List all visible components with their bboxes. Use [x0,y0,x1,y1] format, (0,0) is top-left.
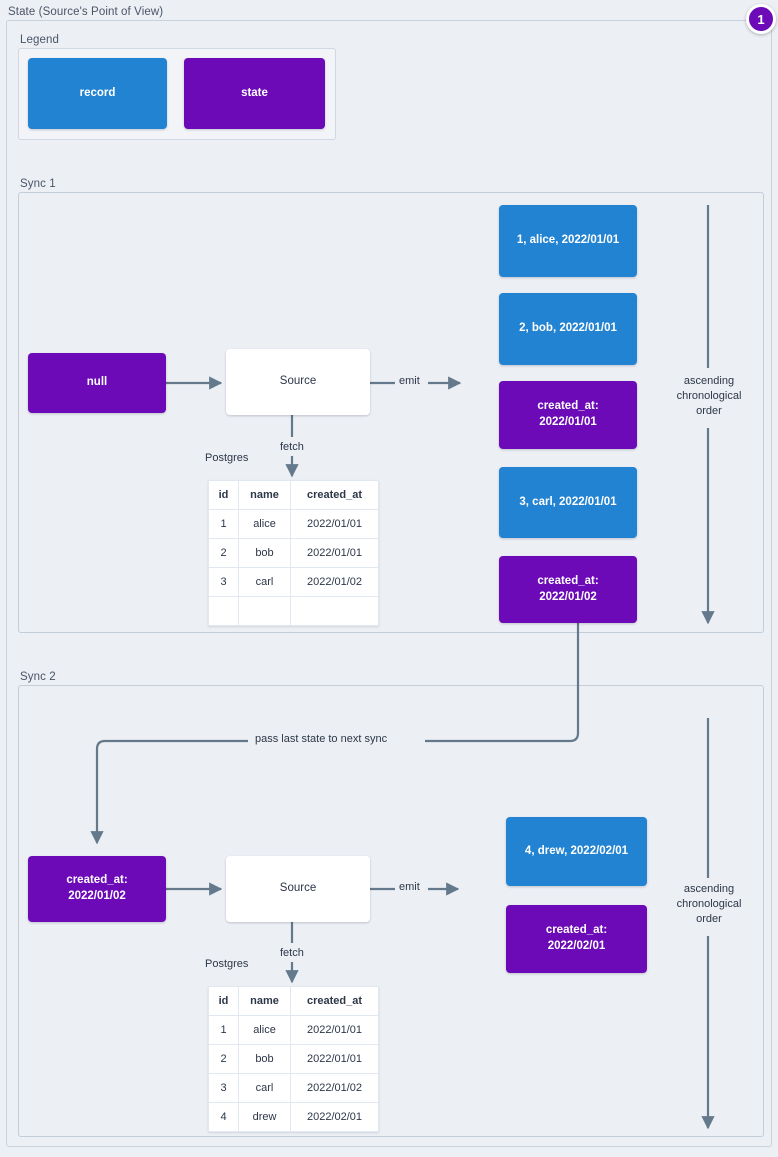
sync1-emitted-record-3-label: 3, carl, 2022/01/01 [519,495,617,508]
sync1-r1-name: bob [238,538,291,568]
step-badge: 1 [746,4,776,34]
sync2-table: id name created_at 1 alice 2022/01/01 2 … [208,986,379,1132]
sync2-fetch-label: fetch [277,947,307,959]
table-row: 1 alice 2022/01/01 [208,1015,379,1045]
sync2-r1-name: bob [238,1044,291,1074]
sync2-r0-id: 1 [208,1015,239,1045]
sync1-db-label: Postgres [205,452,249,464]
sync2-table-header-row: id name created_at [208,986,379,1016]
legend-item-state: state [184,58,325,129]
sync1-th-created-at: created_at [290,480,379,510]
sync2-r0-name: alice [238,1015,291,1045]
sync1-order-label: ascending chronological order [664,372,754,421]
sync2-emitted-record-1: 4, drew, 2022/02/01 [506,817,647,886]
sync1-r3-created-at [290,596,379,626]
sync1-emitted-record-1: 1, alice, 2022/01/01 [499,205,637,277]
table-row: 3 carl 2022/01/02 [208,1073,379,1103]
table-row: 4 drew 2022/02/01 [208,1102,379,1132]
sync1-emit-label: emit [396,375,423,387]
sync1-source: Source [226,349,370,415]
sync1-th-id: id [208,480,239,510]
sync1-order-label-line1: ascending [683,375,735,387]
sync1-frame [18,192,764,633]
legend-label: Legend [20,34,59,46]
sync2-th-created-at: created_at [290,986,379,1016]
sync2-order-label-line3: order [696,912,722,925]
table-row: 2 bob 2022/01/01 [208,1044,379,1074]
sync2-th-name: name [238,986,291,1016]
diagram-frame [6,20,772,1147]
sync2-order-label-line1: ascending [683,883,735,895]
sync1-emitted-state-2: created_at: 2022/01/02 [499,556,637,623]
sync1-emitted-state-1: created_at: 2022/01/01 [499,381,637,449]
sync1-emitted-state-1-line1: created_at: [537,400,599,413]
sync1-emitted-state-2-line1: created_at: [537,574,599,587]
sync1-r0-id: 1 [208,509,239,539]
table-row [208,596,379,626]
legend-item-record: record [28,58,167,129]
sync1-source-label: Source [279,375,317,388]
sync2-r2-id: 3 [208,1073,239,1103]
sync2-r2-name: carl [238,1073,291,1103]
table-row: 2 bob 2022/01/01 [208,538,379,568]
sync1-r3-name [238,596,291,626]
legend-item-record-label: record [79,86,116,99]
sync2-input-state: created_at: 2022/01/02 [28,856,166,922]
sync2-source: Source [226,856,370,922]
table-row: 3 carl 2022/01/02 [208,567,379,597]
sync2-r3-name: drew [238,1102,291,1132]
sync2-source-label: Source [279,882,317,895]
legend-item-state-label: state [241,86,268,99]
sync1-r2-created-at: 2022/01/02 [290,567,379,597]
sync1-r2-name: carl [238,567,291,597]
sync2-pass-state-label: pass last state to next sync [252,733,391,745]
sync1-r0-created-at: 2022/01/01 [290,509,379,539]
sync2-order-label-line2: chronological [676,897,742,910]
sync1-r1-created-at: 2022/01/01 [290,538,379,568]
sync1-table-header-row: id name created_at [208,480,379,510]
table-row: 1 alice 2022/01/01 [208,509,379,539]
sync2-db-label: Postgres [205,958,249,970]
sync2-r1-id: 2 [208,1044,239,1074]
sync1-input-state: null [28,353,166,413]
sync2-input-state-line1: created_at: [66,874,128,887]
sync1-r1-id: 2 [208,538,239,568]
sync1-order-label-line3: order [696,404,722,417]
sync1-emitted-record-2: 2, bob, 2022/01/01 [499,293,637,365]
sync2-label: Sync 2 [20,671,56,683]
sync1-emitted-record-3: 3, carl, 2022/01/01 [499,467,637,538]
sync1-r2-id: 3 [208,567,239,597]
sync2-emitted-state-1-line2: 2022/02/01 [547,940,606,952]
sync2-r2-created-at: 2022/01/02 [290,1073,379,1103]
sync1-r3-id [208,596,239,626]
sync1-emitted-record-2-label: 2, bob, 2022/01/01 [519,322,617,335]
sync2-r0-created-at: 2022/01/01 [290,1015,379,1045]
sync1-table: id name created_at 1 alice 2022/01/01 2 … [208,480,379,626]
sync2-emitted-state-1: created_at: 2022/02/01 [506,905,647,973]
sync2-order-label: ascending chronological order [664,880,754,929]
diagram-title: State (Source's Point of View) [8,6,164,18]
sync2-th-id: id [208,986,239,1016]
sync1-label: Sync 1 [20,178,56,190]
sync1-emitted-state-2-line2: 2022/01/02 [539,590,597,603]
sync1-th-name: name [238,480,291,510]
sync2-input-state-line2: 2022/01/02 [68,890,126,902]
sync1-emitted-record-1-label: 1, alice, 2022/01/01 [516,234,620,247]
sync2-emit-label: emit [396,881,423,893]
sync2-emitted-record-1-label: 4, drew, 2022/02/01 [524,844,629,857]
sync2-r1-created-at: 2022/01/01 [290,1044,379,1074]
sync1-order-label-line2: chronological [676,389,742,402]
sync1-r0-name: alice [238,509,291,539]
sync1-fetch-label: fetch [277,441,307,453]
sync2-r3-created-at: 2022/02/01 [290,1102,379,1132]
sync1-emitted-state-1-line2: 2022/01/01 [539,416,597,428]
sync1-input-state-label: null [86,376,108,389]
sync2-emitted-state-1-line1: created_at: [545,924,608,937]
sync2-frame [18,685,764,1137]
sync2-r3-id: 4 [208,1102,239,1132]
